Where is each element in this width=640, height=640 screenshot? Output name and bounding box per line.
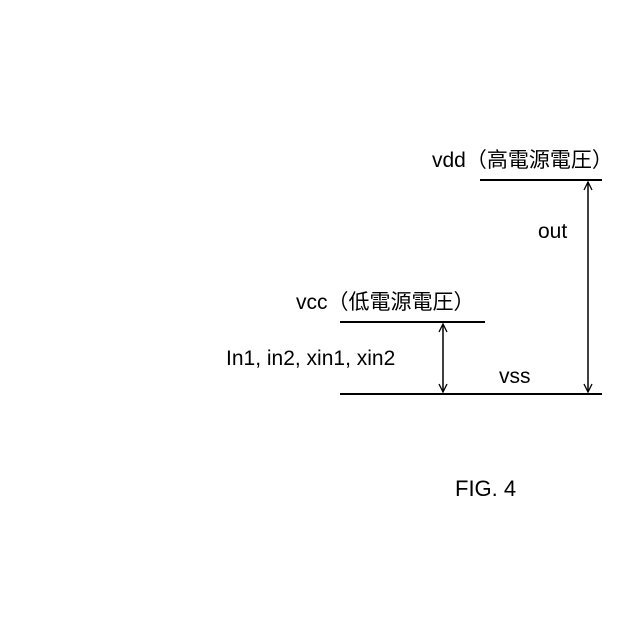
vss-label: vss — [499, 366, 531, 387]
figure-caption: FIG. 4 — [455, 478, 516, 500]
vcc-label: vcc（低電源電圧） — [296, 292, 475, 313]
out-label: out — [538, 221, 567, 242]
vdd-label: vdd（高電源電圧） — [432, 150, 613, 171]
input-signals-label: In1, in2, xin1, xin2 — [226, 348, 395, 369]
